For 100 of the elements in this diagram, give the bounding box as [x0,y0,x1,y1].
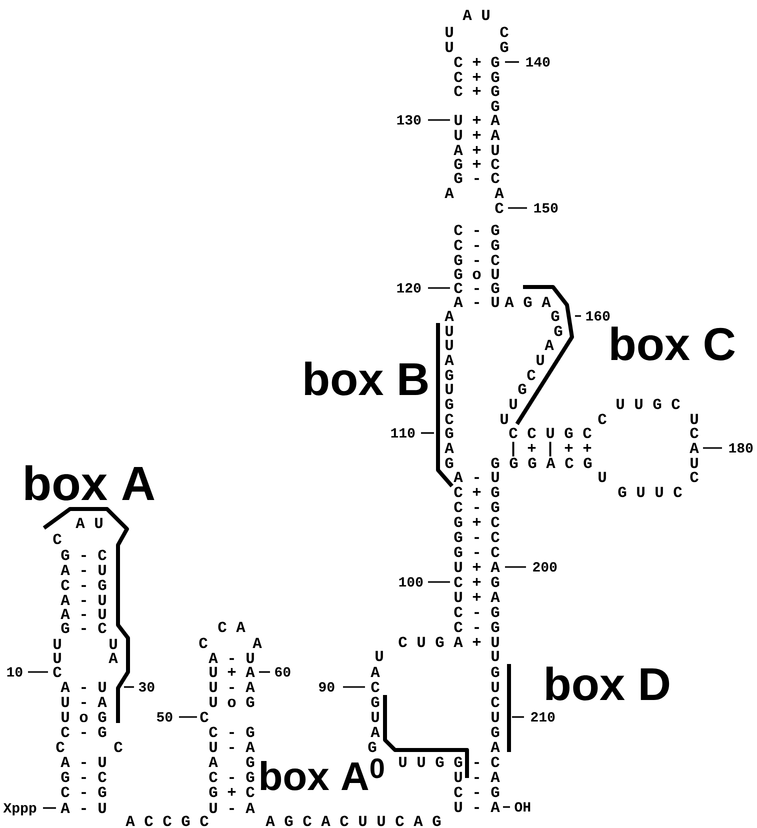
sequence-text: G + C [454,516,500,528]
sequence-text: A + U [454,144,499,156]
sequence-text: C [527,370,536,380]
box-label: box D [546,666,670,700]
sequence-text: U - A [454,802,500,812]
sequence-text: U [110,638,117,650]
sequence-text: G [554,326,562,336]
sequence-text: A - U [60,608,106,620]
sequence-text: C - G [61,786,106,798]
sequence-text: U [446,326,453,336]
sequence-text: A [490,742,500,752]
sequence-text: A [444,310,454,321]
sequence-text: U [54,638,61,650]
sequence-text: U U G C [616,398,680,410]
sequence-text: A - U [60,594,106,606]
sequence-text: U [510,398,517,410]
sequence-text: A - U [60,756,106,768]
sequence-text: G [491,726,500,738]
end-label: Xppp [3,803,36,816]
sequence-text: U [446,384,453,394]
sequence-text: C + G [454,56,500,68]
sequence-text: | + | + + [512,442,592,456]
sequence-text: U [598,472,606,482]
sequence-text: A - U [454,472,499,482]
sequence-text: U [690,414,698,424]
sequence-text: C C U G C [509,428,592,438]
sequence-text: G [491,666,500,678]
position-number: 50 [156,712,172,722]
sequence-text: A U [462,10,490,20]
sequence-text: G [551,310,560,322]
sequence-text: U [500,414,508,424]
sequence-text: U + A [454,592,500,602]
sequence-text: C [500,26,508,38]
position-number: 130 [397,115,421,125]
box-label: box A [25,465,154,500]
position-number: 10 [7,667,22,677]
position-number: 210 [531,712,555,722]
sequence-text: U - A [62,696,107,708]
sequence-text: C - G [61,580,106,590]
sequence-text: C [114,742,122,752]
sequence-text: U [536,354,544,366]
sequence-text: A G A [504,296,551,308]
sequence-text: C [53,534,62,544]
sequence-text: G - C [454,532,500,542]
sequence-text: C [690,472,698,482]
sequence-text: A - U [60,802,106,814]
position-number: 160 [586,311,610,321]
sequence-text: U + A [210,666,255,678]
sequence-text: U [372,712,379,722]
sequence-text: C A [218,622,246,632]
sequence-text: C U G A + U [398,636,499,648]
sequence-text: A G C A C U U C A G [266,816,441,826]
sequence-text: C - G [454,622,500,632]
sequence-text: A [370,666,380,677]
sequence-text: A U [76,518,102,528]
sequence-text: U - A [454,772,500,782]
position-number: 90 [319,682,334,692]
sequence-text: C [491,696,500,708]
sequence-text: U o G [210,696,254,708]
sequence-text: A [444,354,454,365]
sequence-text: G - C [454,172,500,184]
end-label: OH [514,802,530,812]
position-number: 150 [534,203,558,213]
position-number: 180 [729,443,753,453]
sequence-text: A C C G C [126,816,208,826]
sequence-text: U [446,340,453,350]
sequence-text: U [446,42,453,52]
sequence-text: C - G [209,772,254,782]
sequence-text: G + C [454,158,500,170]
sequence-text: A [444,188,454,198]
sequence-text: C - G [454,502,500,512]
sequence-text: C [598,414,606,424]
sequence-text: G [491,100,500,112]
sequence-text: G - C [454,546,500,558]
sequence-text: U + A [454,114,500,126]
sequence-text: G [445,458,454,468]
sequence-text: G - C [454,254,500,266]
sequence-text: U + A [454,130,500,140]
sequence-text: A - U [454,296,499,308]
sequence-text: C [53,666,62,678]
sequence-text: C - G [61,726,106,738]
sequence-text: G - C [61,772,106,782]
sequence-text: A [208,756,218,767]
sequence-text: C [445,414,454,424]
sequence-text: U [492,650,499,662]
sequence-text: G [445,398,454,410]
sequence-text: C [199,638,208,648]
sequence-text: C + G [454,486,500,498]
position-number: 30 [138,682,154,692]
sequence-text: A [444,442,454,453]
sequence-text: A - U [208,652,254,664]
sequence-text: A - U [60,682,106,692]
sequence-text: C - G [454,786,500,798]
sequence-text: U [376,650,383,662]
sequence-text: U [446,26,453,38]
box-label: box B [305,362,428,396]
sequence-text: A [690,442,699,453]
sequence-text: U U G G - C [399,756,500,768]
sequence-text: A [252,638,262,648]
sequence-text: G o U [454,268,499,280]
